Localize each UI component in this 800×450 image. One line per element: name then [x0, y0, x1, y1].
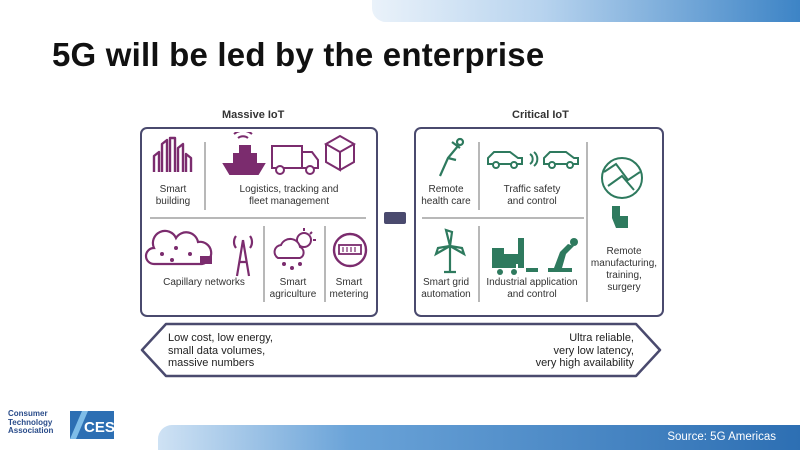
- label-smart-metering: Smart metering: [329, 277, 369, 300]
- label-logistics: Logistics, tracking and fleet management: [239, 184, 339, 207]
- divider: [478, 226, 480, 302]
- double-arrow-shape: [140, 322, 662, 378]
- divider: [586, 142, 588, 302]
- label-smart-building: Smart building: [155, 184, 191, 207]
- cta-logo: Consumer Technology Association: [8, 409, 54, 435]
- panel-connector: [384, 212, 406, 224]
- label-traffic-safety: Traffic safety and control: [503, 184, 561, 207]
- svg-text:CES: CES: [84, 419, 114, 436]
- top-accent-band: [372, 0, 800, 22]
- bottom-accent-band: [158, 425, 800, 450]
- critical-iot-title: Critical IoT: [508, 109, 573, 121]
- wind-turbine-icon: [434, 228, 466, 274]
- meter-icon: [332, 232, 368, 268]
- divider: [324, 226, 326, 302]
- label-industrial: Industrial application and control: [486, 277, 578, 300]
- label-remote-health-care: Remote health care: [421, 184, 471, 207]
- arrow-left-text: Low cost, low energy, small data volumes…: [168, 332, 273, 369]
- building-icon: [152, 136, 193, 172]
- label-smart-agriculture: Smart agriculture: [269, 277, 317, 300]
- cell-tower-icon: [232, 235, 254, 277]
- cloud-network-icon: [144, 229, 213, 266]
- arrow-right-text: Ultra reliable, very low latency, very h…: [535, 332, 634, 369]
- source-text: Source: 5G Americas: [667, 431, 776, 443]
- divider: [204, 142, 206, 210]
- divider: [263, 226, 265, 302]
- label-remote-manufacturing: Remote manufacturing, training, surgery: [590, 246, 658, 293]
- divider: [478, 142, 480, 210]
- logistics-icon: [222, 132, 357, 175]
- label-capillary-networks: Capillary networks: [163, 277, 245, 288]
- divider: [422, 217, 584, 219]
- robot-hand-icon: [438, 137, 465, 177]
- globe-hand-icon: [601, 157, 643, 228]
- slide-title: 5G will be led by the enterprise: [52, 36, 545, 73]
- ces-logo: CES: [70, 411, 114, 439]
- weather-icon: [273, 228, 316, 270]
- label-smart-grid: Smart grid automation: [421, 277, 471, 300]
- massive-iot-panel: [140, 127, 378, 317]
- forklift-robot-icon: [492, 238, 578, 275]
- divider: [150, 217, 366, 219]
- cars-icon: [487, 151, 579, 169]
- massive-iot-title: Massive IoT: [218, 109, 289, 121]
